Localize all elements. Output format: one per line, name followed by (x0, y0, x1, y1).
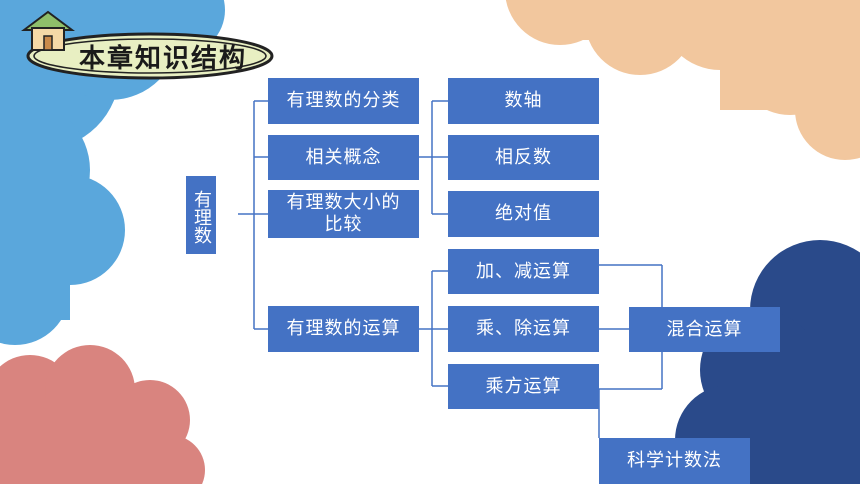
node-add-subtract: 加、减运算 (448, 249, 599, 294)
node-related-concepts: 相关概念 (268, 135, 419, 180)
chapter-title: 本章知识结构 (78, 43, 247, 74)
node-power: 乘方运算 (448, 364, 599, 409)
peach-cloud (505, 0, 860, 160)
chapter-title-badge: 本章知识结构 (14, 8, 276, 80)
node-multiply-divide: 乘、除运算 (448, 306, 599, 352)
node-operations: 有理数的运算 (268, 306, 419, 352)
node-comparison: 有理数大小的比较 (268, 190, 419, 238)
node-classification: 有理数的分类 (268, 78, 419, 124)
node-mixed-operations: 混合运算 (629, 307, 780, 352)
node-number-line: 数轴 (448, 78, 599, 124)
node-opposite-number: 相反数 (448, 135, 599, 180)
root-node-rational-numbers: 有理数 (186, 176, 216, 254)
node-absolute-value: 绝对值 (448, 191, 599, 237)
title-badge-shape (21, 10, 274, 80)
pink-cloud (0, 345, 205, 484)
house-icon (21, 10, 75, 51)
node-scientific-notation: 科学计数法 (599, 438, 750, 484)
